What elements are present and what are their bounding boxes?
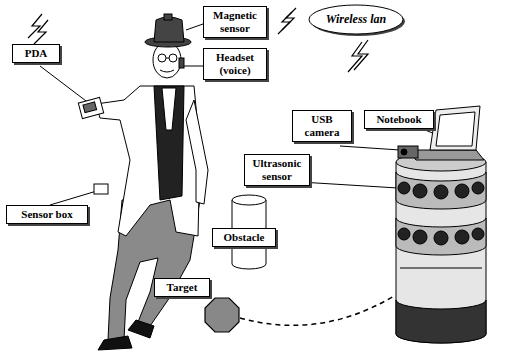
label-text: USB camera <box>296 113 348 139</box>
path-shape <box>282 8 296 30</box>
path-shape <box>400 268 482 269</box>
path-shape <box>34 20 48 44</box>
path-shape <box>160 70 174 72</box>
path-shape <box>430 106 480 150</box>
device-label: PDA <box>12 44 60 63</box>
line-shape <box>50 190 100 205</box>
circle-shape <box>472 182 484 194</box>
oval-shape <box>309 5 403 34</box>
path-shape <box>162 88 176 130</box>
circle-shape <box>401 149 407 155</box>
g-shape <box>398 182 484 245</box>
circle-shape <box>434 231 448 245</box>
rect-shape <box>83 102 97 113</box>
device-label: USB camera <box>292 110 352 142</box>
line-shape <box>166 58 169 59</box>
circle-shape <box>434 185 448 199</box>
circle-shape <box>398 228 410 240</box>
label-text: Notebook <box>368 113 430 126</box>
path-shape <box>154 17 184 42</box>
device-label: Sensor box <box>6 205 88 224</box>
circle-shape <box>413 184 427 198</box>
label-text: PDA <box>16 47 56 60</box>
label-text: Obstacle <box>216 231 272 244</box>
rect-shape <box>78 97 103 118</box>
line-shape <box>340 146 400 150</box>
object-label: Target <box>154 278 210 297</box>
label-text: Wireless lan <box>316 13 396 26</box>
label-text: Ultrasonic sensor <box>248 157 306 183</box>
path-shape <box>396 162 486 343</box>
path-shape <box>348 42 362 72</box>
line-shape <box>186 24 203 30</box>
target-octagon <box>205 298 239 332</box>
device-label: Notebook <box>364 110 434 129</box>
label-text: Sensor box <box>10 208 84 221</box>
circle-shape <box>398 182 410 194</box>
device-label: Headset (voice) <box>203 48 267 80</box>
rect-shape <box>179 58 184 68</box>
path-shape <box>408 150 484 160</box>
path-shape <box>436 112 475 146</box>
network-oval: Wireless lan <box>308 4 404 35</box>
circle-shape <box>455 230 469 244</box>
path-shape <box>396 300 486 343</box>
sensor-label: Ultrasonic sensor <box>244 154 310 186</box>
path-shape <box>28 14 42 38</box>
sensor-label: Magnetic sensor <box>203 6 267 38</box>
person-figure <box>78 14 208 350</box>
path-shape <box>98 336 132 350</box>
path-line <box>240 296 394 325</box>
circle-shape <box>455 184 469 198</box>
path-shape <box>186 100 208 204</box>
label-text: Target <box>158 281 206 294</box>
path-shape <box>354 40 368 70</box>
polygon-shape <box>205 298 239 332</box>
robot <box>396 106 486 343</box>
rect-shape <box>164 14 172 20</box>
circle-shape <box>169 54 177 62</box>
rect-shape <box>398 146 418 158</box>
ellipse-shape <box>232 195 266 205</box>
object-label: Obstacle <box>212 228 276 247</box>
line-shape <box>300 182 398 188</box>
path-shape <box>278 12 292 34</box>
line-shape <box>40 66 90 104</box>
path-shape <box>396 172 486 209</box>
label-text: Magnetic sensor <box>207 9 263 35</box>
circle-shape <box>158 54 166 62</box>
path-shape <box>96 86 200 236</box>
circle-shape <box>472 228 484 240</box>
circle-shape <box>413 230 427 244</box>
rect-shape <box>94 184 108 194</box>
path-shape <box>154 86 184 200</box>
path-shape <box>128 320 154 338</box>
label-text: Headset (voice) <box>207 51 263 77</box>
line-shape <box>184 66 203 67</box>
path-shape <box>396 218 486 255</box>
